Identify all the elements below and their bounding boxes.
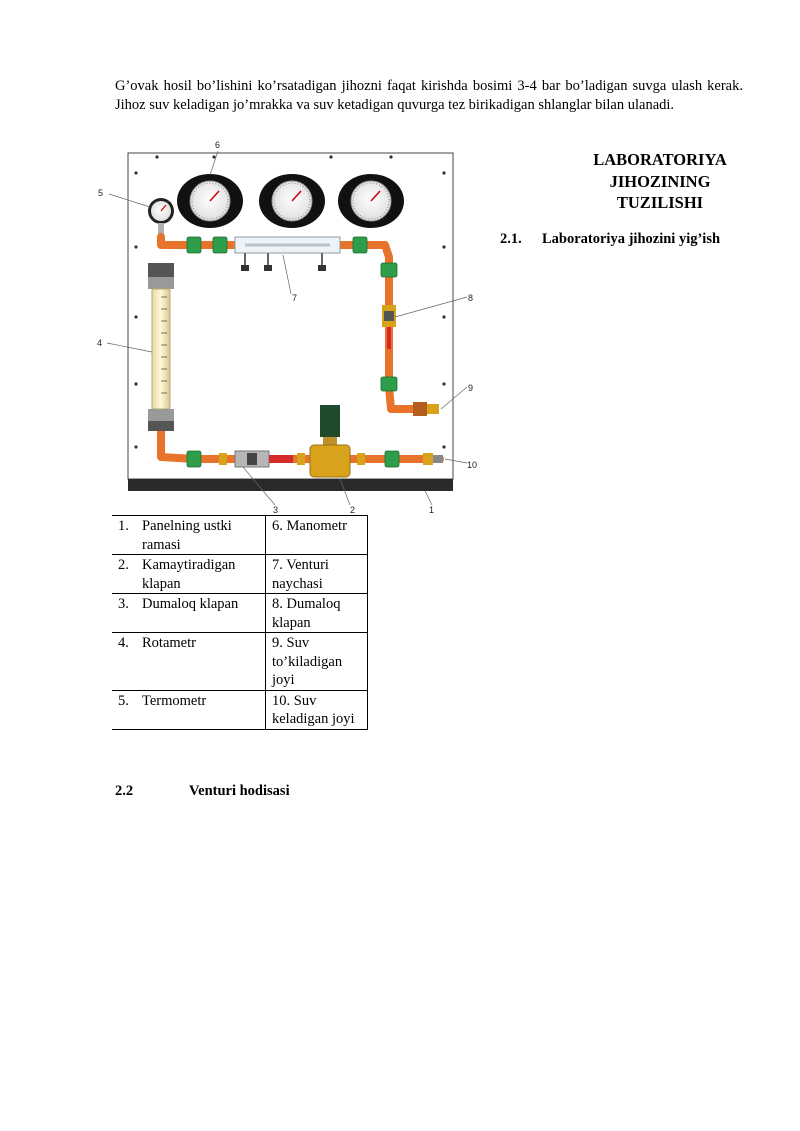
legend-item: 10. Suv keladigan joyi [265,689,368,730]
callout-8: 8 [468,293,473,303]
legend-item: 6. Manometr [265,515,368,555]
legend-number: 1. [118,518,129,534]
legend-item: 9. Suv to’kiladigan joyi [265,632,368,691]
panel-screws [134,155,446,449]
callout-5: 5 [98,188,103,198]
table-row: 5. Termometr 10. Suv keladigan joyi [112,689,368,730]
callout-3: 3 [273,505,278,515]
table-row: 3. Dumaloq klapan 8. Dumaloq klapan [112,593,368,633]
callout-9: 9 [468,383,473,393]
drain-outlet [413,402,439,416]
callout-7: 7 [292,293,297,303]
venturi-tube [234,236,341,271]
legend-item: Panelning ustki ramasi [142,518,232,553]
manometer-gauges [177,174,404,228]
section-2-number: 2.2 [115,783,134,799]
legend-number: 4. [118,635,129,651]
callout-4: 4 [97,338,102,348]
panel-frame-rail [128,479,453,491]
legend-item: Termometr [142,692,207,709]
heading-line-3: TUZILISHI [616,193,704,212]
callout-1: 1 [429,505,434,515]
intro-paragraph: G’ovak hosil bo’lishini ko’rsatadigan ji… [115,78,743,113]
legend-number: 3. [118,596,129,612]
rotameter [148,263,174,431]
legend-item: Kamaytiradigan klapan [142,557,236,592]
section-2-heading: 2.2 Venturi hodisasi [115,783,290,800]
manometer-gauge-1 [177,174,243,228]
callout-6: 6 [215,140,220,150]
heading-line-1: LABORATORIYA [593,150,727,169]
callout-2: 2 [350,505,355,515]
table-row: 1. Panelning ustki ramasi 6. Manometr [112,515,368,555]
brass-fittings [219,453,433,465]
ball-valve-8 [382,305,396,349]
section-heading: LABORATORIYA JIHOZINING TUZILISHI [560,149,760,214]
subsection-title: Laboratoriya jihozini yig’ish [542,231,721,247]
manometer-gauge-3 [338,174,404,228]
inlet-connector [433,455,443,463]
table-row: 4. Rotametr 9. Suv to’kiladigan joyi [112,632,368,691]
green-couplings [186,236,400,468]
legend-table: 1. Panelning ustki ramasi 6. Manometr 2. K… [112,515,368,730]
legend-item: 7. Venturi naychasi [265,554,368,594]
callout-10: 10 [467,460,477,470]
subsection-heading: 2.1. Laboratoriya jihozini yig’ish [500,231,720,248]
section-2-title: Venturi hodisasi [189,783,290,799]
legend-item: 8. Dumaloq klapan [265,593,368,633]
apparatus-figure: 6 5 4 7 8 9 10 3 2 1 [97,140,477,515]
legend-item: Dumaloq klapan [142,596,239,612]
legend-number: 2. [118,557,129,573]
table-row: 2. Kamaytiradigan klapan 7. Venturi naych… [112,554,368,594]
manometer-gauge-2 [259,174,325,228]
legend-item: Rotametr [142,635,196,651]
heading-line-2: JIHOZINING [609,171,711,191]
reducing-valve [309,405,351,478]
legend-number: 5. [118,692,129,709]
thermometer [148,198,174,235]
subsection-number: 2.1. [500,231,522,247]
ball-valve-3 [234,450,293,468]
